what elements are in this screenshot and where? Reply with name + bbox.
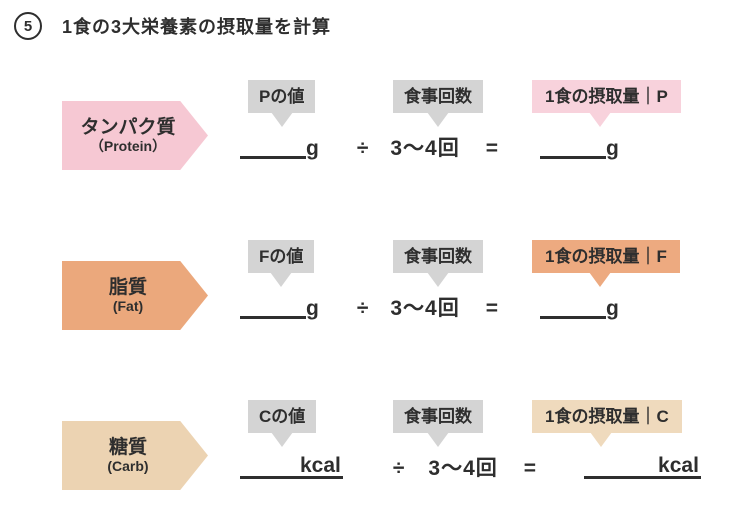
meal-count-text: 3〜4回 <box>390 137 460 160</box>
tag-pointer-icon <box>270 272 293 287</box>
meal-count-tag: 食事回数 <box>393 400 483 447</box>
tag-pointer-icon <box>589 272 611 287</box>
tag-pointer-icon <box>427 112 449 127</box>
result-tag: 1食の摂取量｜P <box>532 80 681 127</box>
equals-sign: = <box>485 297 498 320</box>
page-title: 1食の3大栄養素の摂取量を計算 <box>62 17 332 37</box>
value-blank-field[interactable] <box>240 314 306 319</box>
nutrient-row-protein: タンパク質 （Protein） Pの値 食事回数 1食の摂取量｜P g ÷ 3〜… <box>0 80 739 210</box>
equals-sign: = <box>485 137 498 160</box>
nutrient-arrow-protein: タンパク質 （Protein） <box>62 101 208 170</box>
nutrient-row-fat: 脂質 (Fat) Fの値 食事回数 1食の摂取量｜F g ÷ 3〜4回 = g <box>0 240 739 370</box>
nutrient-name-ja: タンパク質 <box>80 116 176 138</box>
value-tag: Fの値 <box>248 240 315 287</box>
value-tag: Pの値 <box>248 80 316 127</box>
formula-line: kcal ÷ 3〜4回 = kcal <box>240 447 701 479</box>
value-tag: Cの値 <box>248 400 317 447</box>
result-tag: 1食の摂取量｜F <box>532 240 680 287</box>
divide-sign: ÷ <box>392 457 405 480</box>
result-tag-label: 1食の摂取量｜F <box>545 247 667 266</box>
tag-pointer-icon <box>427 272 449 287</box>
value-blank-field[interactable] <box>240 474 298 479</box>
unit-label: kcal <box>656 454 701 479</box>
result-blank-field[interactable] <box>539 314 606 319</box>
nutrient-name-en: (Fat) <box>112 298 144 315</box>
tag-pointer-icon <box>270 112 293 127</box>
divide-sign: ÷ <box>356 137 369 160</box>
divide-sign: ÷ <box>356 297 369 320</box>
meal-count-text: 3〜4回 <box>428 457 498 480</box>
tag-pointer-icon <box>589 112 612 127</box>
unit-label: kcal <box>298 454 343 479</box>
nutrient-arrow-carb: 糖質 (Carb) <box>62 421 208 490</box>
tag-pointer-icon <box>589 432 612 447</box>
unit-label: g <box>605 297 619 320</box>
nutrient-row-carb: 糖質 (Carb) Cの値 食事回数 1食の摂取量｜C kcal ÷ 3〜4回 … <box>0 400 739 525</box>
result-tag-label: 1食の摂取量｜C <box>545 407 669 426</box>
result-tag: 1食の摂取量｜C <box>532 400 682 447</box>
meal-count-tag-label: 食事回数 <box>404 87 472 106</box>
unit-label: g <box>306 137 319 160</box>
nutrient-name-ja: 糖質 <box>108 436 147 458</box>
unit-label: g <box>306 297 319 320</box>
result-blank-field[interactable] <box>539 154 606 159</box>
page-header: 5 1食の3大栄養素の摂取量を計算 <box>14 12 331 40</box>
meal-count-tag: 食事回数 <box>393 240 483 287</box>
result-blank-field[interactable] <box>584 474 657 479</box>
value-tag-label: Cの値 <box>259 407 306 426</box>
value-blank-field[interactable] <box>240 154 306 159</box>
nutrient-name-en: (Carb) <box>107 458 149 475</box>
value-tag-label: Fの値 <box>259 247 304 266</box>
unit-label: g <box>605 137 619 160</box>
nutrient-arrow-fat: 脂質 (Fat) <box>62 261 208 330</box>
meal-count-tag: 食事回数 <box>393 80 483 127</box>
meal-count-text: 3〜4回 <box>390 297 460 320</box>
step-number-badge: 5 <box>14 12 42 40</box>
formula-line: g ÷ 3〜4回 = g <box>240 127 619 159</box>
nutrient-name-en: （Protein） <box>89 138 167 155</box>
meal-count-tag-label: 食事回数 <box>404 247 472 266</box>
value-tag-label: Pの値 <box>259 87 305 106</box>
result-tag-label: 1食の摂取量｜P <box>545 87 668 106</box>
meal-count-tag-label: 食事回数 <box>404 407 472 426</box>
tag-pointer-icon <box>427 432 449 447</box>
equals-sign: = <box>523 457 537 480</box>
formula-line: g ÷ 3〜4回 = g <box>240 287 619 319</box>
tag-pointer-icon <box>271 432 294 447</box>
nutrient-name-ja: 脂質 <box>108 276 147 298</box>
